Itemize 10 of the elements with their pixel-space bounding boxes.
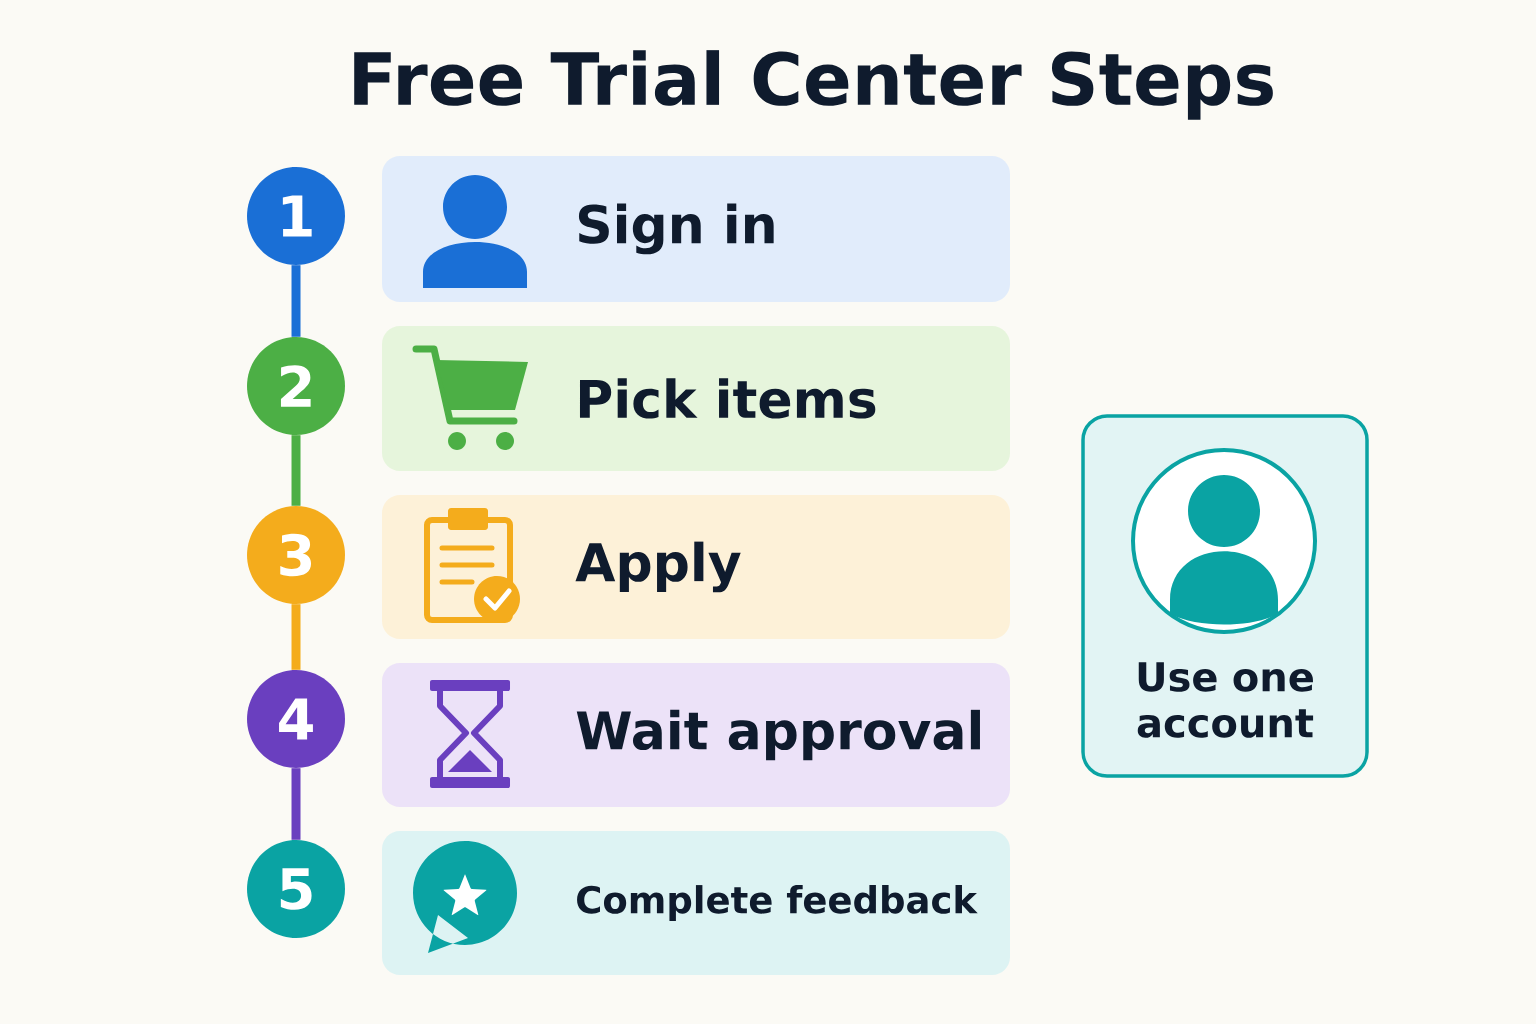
step-box: Sign in [382, 156, 1010, 302]
node-text: Use one account [1137, 662, 1314, 738]
connector-line [291, 265, 301, 337]
connector-line [291, 435, 301, 506]
step-box: Wait approval [382, 663, 1010, 807]
title: Free Trial Center Steps [354, 50, 1273, 120]
step-box: Pick items [382, 326, 1010, 471]
connector-line [291, 768, 301, 840]
step-box: Apply [382, 495, 1010, 639]
connector-line [291, 604, 301, 670]
